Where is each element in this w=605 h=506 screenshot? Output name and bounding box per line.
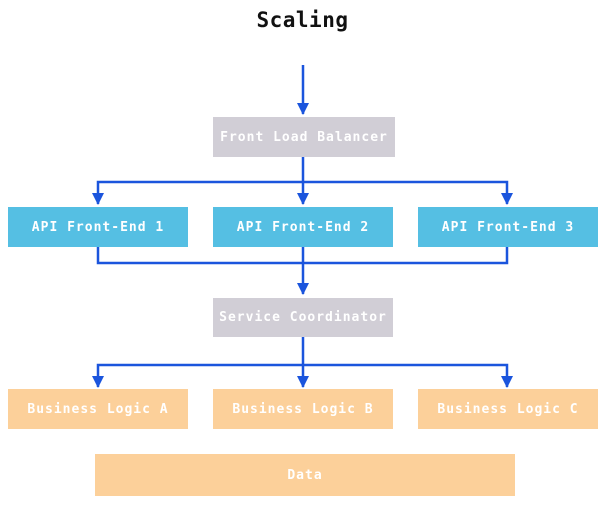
node-business-logic-b: Business Logic B — [213, 389, 393, 429]
edge-svc-to-logic-a — [92, 363, 303, 388]
diagram-title: Scaling — [256, 8, 349, 32]
node-business-logic-c: Business Logic C — [418, 389, 598, 429]
edge-svc-to-logic-c — [303, 363, 513, 388]
node-front-load-balancer: Front Load Balancer — [213, 117, 395, 157]
edge-lb-to-api1 — [92, 180, 303, 205]
node-api-front-end-1: API Front-End 1 — [8, 207, 188, 247]
node-api-front-end-3: API Front-End 3 — [418, 207, 598, 247]
node-api-front-end-2: API Front-End 2 — [213, 207, 393, 247]
node-service-coordinator: Service Coordinator — [213, 298, 393, 337]
node-data: Data — [95, 454, 515, 496]
edge-lb-to-api3 — [303, 180, 513, 205]
node-business-logic-a: Business Logic A — [8, 389, 188, 429]
edge-api-merge-bus — [96, 247, 509, 265]
